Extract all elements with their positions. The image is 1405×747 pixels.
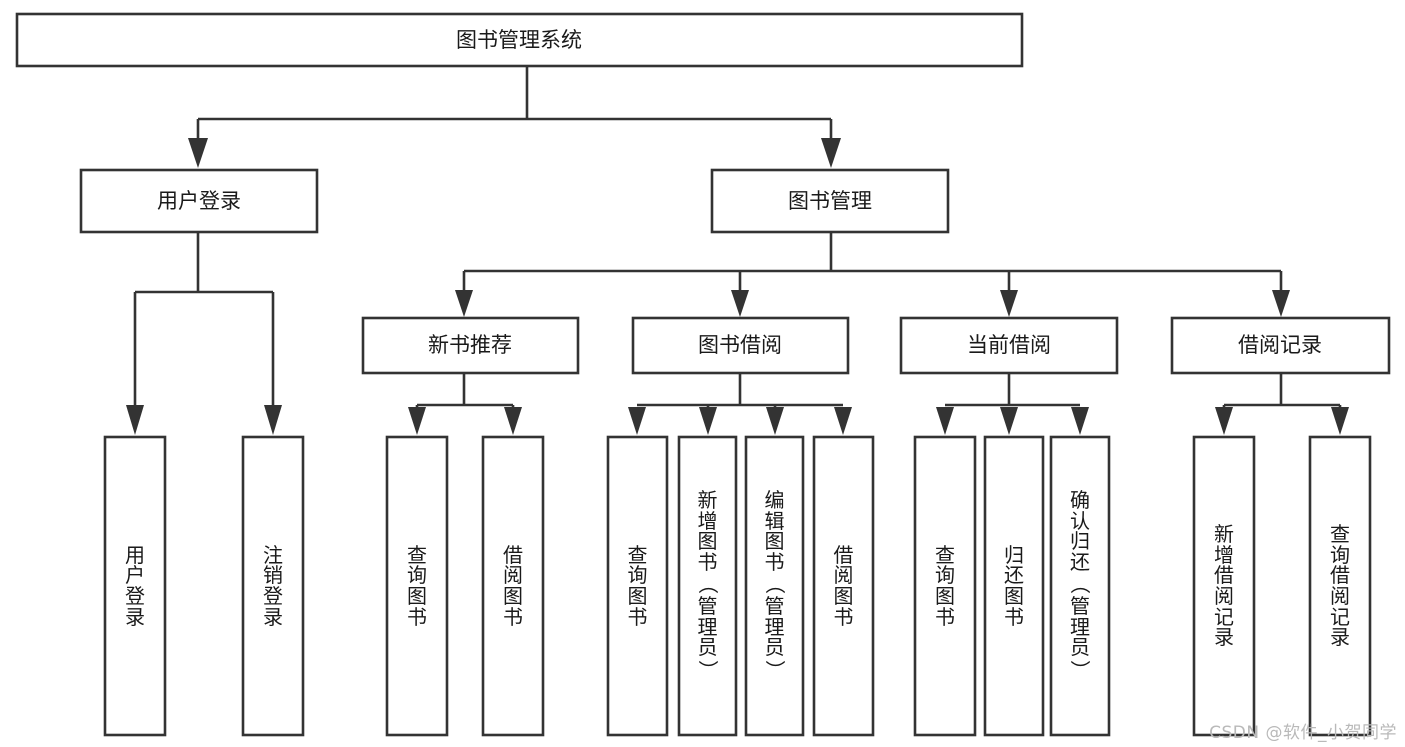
arrow-head-user-login <box>188 138 208 168</box>
node-current-borrow[interactable]: 当前借阅 <box>899 316 1119 375</box>
leaf-box-user-login[interactable] <box>103 435 167 737</box>
arrow-head-book-borrow <box>731 290 749 317</box>
leaf-box-return-book[interactable] <box>983 435 1045 737</box>
arrow-head-leaf-edit-book <box>766 407 784 435</box>
leaf-box-add-book[interactable] <box>677 435 738 737</box>
node-new-book-recommend[interactable]: 新书推荐 <box>361 316 580 375</box>
leaf-box-borrow-book-a[interactable] <box>481 435 545 737</box>
node-user-login-label: 用户登录 <box>157 189 241 213</box>
arrow-head-current-borrow <box>1000 290 1018 317</box>
node-book-management[interactable]: 图书管理 <box>710 168 950 234</box>
connectors-layer <box>126 66 1349 435</box>
arrow-head-leaf-add-book <box>699 407 717 435</box>
node-book-management-label: 图书管理 <box>788 189 872 213</box>
arrow-head-leaf-query-record <box>1331 407 1349 435</box>
node-borrow-record-label: 借阅记录 <box>1238 333 1322 357</box>
arrow-head-new-book-rec <box>455 290 473 317</box>
leaf-box-edit-book[interactable] <box>744 435 805 737</box>
leaf-box-borrow-book-b[interactable] <box>812 435 875 737</box>
arrow-head-leaf-confirm-return <box>1071 407 1089 435</box>
leaf-box-query-book-b[interactable] <box>606 435 669 737</box>
leaf-box-query-record[interactable] <box>1308 435 1372 737</box>
node-book-borrow-label: 图书借阅 <box>698 333 782 357</box>
node-root-label: 图书管理系统 <box>456 28 582 52</box>
arrow-head-leaf-user-login <box>126 405 144 435</box>
node-book-borrow[interactable]: 图书借阅 <box>631 316 850 375</box>
arrow-head-leaf-return-book <box>1000 407 1018 435</box>
nodes-layer: 图书管理系统 用户登录 图书管理 新书推荐 图书借阅 当前 <box>15 12 1391 737</box>
arrow-head-leaf-query-book-b <box>628 407 646 435</box>
node-borrow-record[interactable]: 借阅记录 <box>1170 316 1391 375</box>
node-current-borrow-label: 当前借阅 <box>967 333 1051 357</box>
arrow-head-leaf-query-book-c <box>936 407 954 435</box>
arrow-head-borrow-record <box>1272 290 1290 317</box>
leaf-box-query-book-c[interactable] <box>913 435 977 737</box>
node-root-book-management-system[interactable]: 图书管理系统 <box>15 12 1024 68</box>
csdn-watermark: CSDN @软件_小贺同学 <box>1209 723 1397 743</box>
leaf-box-confirm-return[interactable] <box>1049 435 1111 737</box>
arrow-head-leaf-logout <box>264 405 282 435</box>
leaf-box-add-record[interactable] <box>1192 435 1256 737</box>
leaf-box-logout[interactable] <box>241 435 305 737</box>
leaf-box-query-book-a[interactable] <box>385 435 449 737</box>
arrow-head-book-mgmt <box>821 138 841 168</box>
node-user-login[interactable]: 用户登录 <box>79 168 319 234</box>
arrow-head-leaf-borrow-book-a <box>504 407 522 435</box>
arrow-head-leaf-add-record <box>1215 407 1233 435</box>
arrow-head-leaf-query-book-a <box>408 407 426 435</box>
node-new-book-recommend-label: 新书推荐 <box>428 333 512 357</box>
arrow-head-leaf-borrow-book-b <box>834 407 852 435</box>
